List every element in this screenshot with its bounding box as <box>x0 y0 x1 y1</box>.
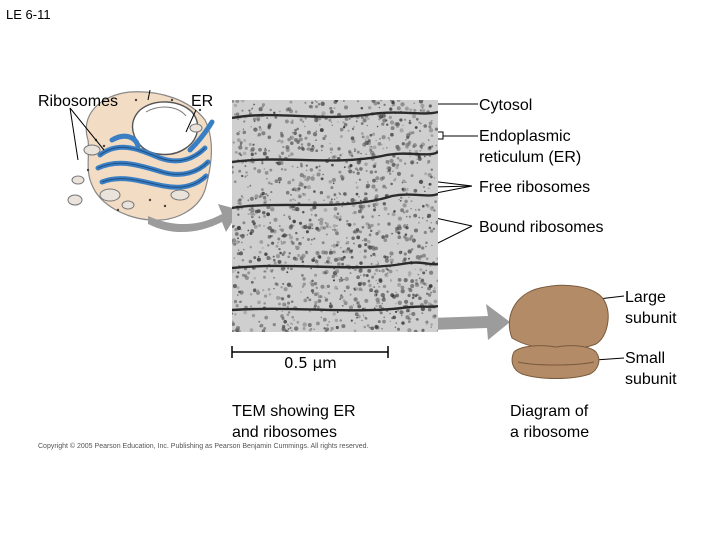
cytosol-label: Cytosol <box>479 97 533 114</box>
tem-micrograph <box>232 100 438 332</box>
er-membrane-line <box>232 110 438 120</box>
ribosome-diagram <box>508 284 609 379</box>
er-membrane-line <box>232 192 438 210</box>
cell-illustration <box>67 91 215 221</box>
large-subunit-shape <box>508 284 609 350</box>
er-full-label-line2: reticulum (ER) <box>479 149 582 166</box>
scale-bar <box>231 346 389 358</box>
large-subunit-label-line1: Large <box>625 289 666 306</box>
small-subunit-label-line1: Small <box>625 350 666 367</box>
small-subunit-shape <box>511 345 600 379</box>
ribosomes-label: Ribosomes <box>38 93 119 110</box>
bound-ribosomes-label: Bound ribosomes <box>479 219 604 236</box>
large-subunit-label-line2: subunit <box>625 310 677 327</box>
er-full-label-line1: Endoplasmic <box>479 128 571 145</box>
slide-id: LE 6-11 <box>6 7 51 22</box>
free-ribosomes-label: Free ribosomes <box>479 179 591 196</box>
tem-texture <box>232 100 438 332</box>
er-membrane-line <box>232 304 438 312</box>
er-label: ER <box>191 93 214 110</box>
small-subunit-label-line2: subunit <box>625 371 677 388</box>
er-membrane-line <box>232 261 438 270</box>
er-membrane-line <box>232 150 438 164</box>
arrow-cell-to-tem <box>148 204 240 233</box>
scale-bar-label: 0.5 µm <box>284 354 337 372</box>
copyright-notice: Copyright © 2005 Pearson Education, Inc.… <box>38 443 369 450</box>
arrow-tem-to-diagram <box>430 304 510 340</box>
diagram-caption-line1: Diagram of <box>510 403 589 420</box>
tem-caption-line1: TEM showing ER <box>232 403 356 420</box>
tem-caption-line2: and ribosomes <box>232 424 337 441</box>
diagram-caption-line2: a ribosome <box>510 424 590 441</box>
